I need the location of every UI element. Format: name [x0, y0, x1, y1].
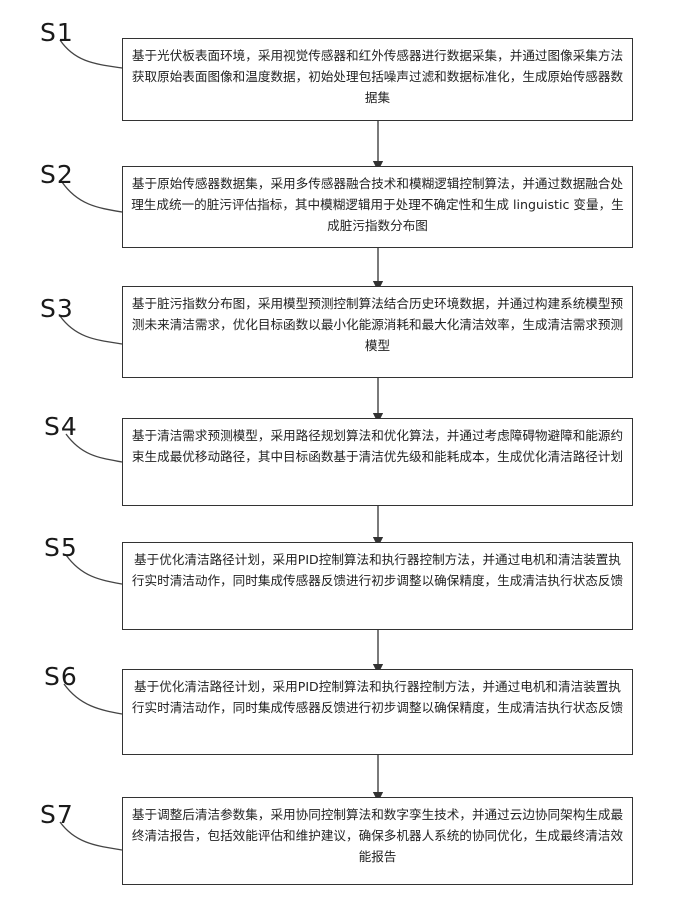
- step-label-s7: S7: [40, 800, 74, 829]
- step-box-s2: 基于原始传感器数据集，采用多传感器融合技术和模糊逻辑控制算法，并通过数据融合处理…: [122, 166, 633, 248]
- step-label-s3: S3: [40, 294, 74, 323]
- step-label-s1: S1: [40, 18, 74, 47]
- step-label-s5: S5: [44, 533, 78, 562]
- step-label-s2: S2: [40, 160, 74, 189]
- step-box-s7: 基于调整后清洁参数集，采用协同控制算法和数字孪生技术，并通过云边协同架构生成最终…: [122, 797, 633, 885]
- step-box-s1: 基于光伏板表面环境，采用视觉传感器和红外传感器进行数据采集，并通过图像采集方法获…: [122, 38, 633, 121]
- step-box-s3: 基于脏污指数分布图，采用模型预测控制算法结合历史环境数据，并通过构建系统模型预测…: [122, 286, 633, 378]
- step-label-s4: S4: [44, 412, 78, 441]
- step-box-s4: 基于清洁需求预测模型，采用路径规划算法和优化算法，并通过考虑障碍物避障和能源约束…: [122, 418, 633, 506]
- step-label-s6: S6: [44, 662, 78, 691]
- step-box-s6: 基于优化清洁路径计划，采用PID控制算法和执行器控制方法，并通过电机和清洁装置执…: [122, 669, 633, 755]
- step-box-s5: 基于优化清洁路径计划，采用PID控制算法和执行器控制方法，并通过电机和清洁装置执…: [122, 542, 633, 630]
